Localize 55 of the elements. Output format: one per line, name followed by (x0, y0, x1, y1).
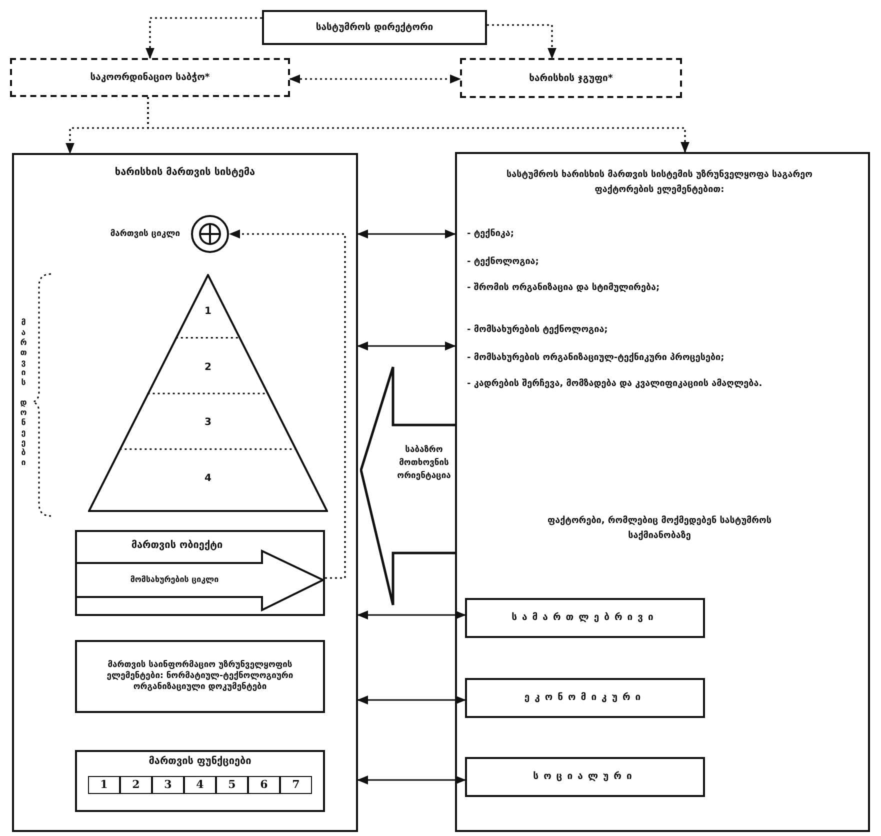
level-number: 4 (204, 473, 212, 486)
box-label: სასტუმროს დირექტორი (314, 21, 434, 35)
side-label: მართვის დონეები (18, 317, 29, 470)
table-cell: 4 (184, 776, 216, 794)
panel (455, 152, 870, 832)
list-item: - ტექნოლოგია; (467, 256, 540, 268)
arrow (146, 17, 262, 60)
level-number: 3 (204, 417, 212, 430)
panel-title: ხარისხის მართვის სისტემა (114, 167, 256, 179)
arrow-label: საბაზრო მოთხოვნის ორიენტაცია (396, 444, 452, 483)
pyramid (88, 274, 328, 512)
arrow (356, 776, 466, 784)
box-label: სოციალური (532, 771, 638, 783)
process-box (75, 640, 325, 713)
table-cell: 1 (88, 776, 120, 794)
box-heading: მართვის ობიექტი (130, 540, 224, 552)
table-cell: 3 (152, 776, 184, 794)
dashed-box (10, 58, 290, 97)
arrow (487, 24, 556, 60)
box-label: ეკონომიკური (523, 692, 647, 704)
circle-symbol (190, 214, 230, 254)
table-heading: მართვის ფუნქციები (148, 756, 252, 768)
box-label: საკოორდინაციო საბჭო* (89, 71, 211, 85)
table-cell: 7 (280, 776, 312, 794)
list-item: - მომსახურების ტექნოლოგია; (467, 324, 609, 336)
dashed-box (460, 58, 682, 98)
arrow (356, 342, 456, 350)
arrow (356, 696, 466, 704)
box-label: ხარისხის ჯგუფი* (528, 72, 614, 86)
arrow (228, 230, 346, 579)
table-cell: 2 (120, 776, 152, 794)
process-box (262, 10, 487, 45)
process-box (465, 678, 705, 718)
list-item: - შრომის ორგანიზაცია და სტიმულირება; (467, 282, 661, 294)
list-item: - კადრების შერჩევა, მომზადება და კვალიფიკაციის ამაღლება. (467, 378, 764, 390)
list-item: - მომსახურების ორგანიზაციულ-ტექნიკური პროცესები; (467, 352, 726, 364)
level-number: 1 (204, 306, 212, 318)
panel-heading: სასტუმროს ხარისხის მართვის სისტემის უზრუნველყოფა საგარეო ფაქტორების ელემენტებით: (506, 168, 814, 197)
section-heading: ფაქტორები, რომლებიც მოქმედებენ სასტუმროს საქმიანობაზე (546, 514, 772, 543)
process-box (75, 750, 325, 812)
process-box (465, 598, 705, 638)
level-number: 2 (204, 362, 212, 374)
arrow (147, 97, 690, 154)
arrow-label: მომსახურების ციკლი (129, 574, 220, 586)
list-item: - ტექნიკა; (467, 228, 515, 240)
process-box (465, 757, 705, 797)
box-label: სამართლებრივი (510, 612, 660, 624)
side-label: მართვის ციკლი (109, 228, 180, 240)
arrow (356, 230, 456, 238)
arrow (356, 610, 466, 620)
arrow (288, 74, 462, 84)
box-label: მართვის საინფორმაციო უზრუნველყოფის ელემენტები: ნორმატიულ-ტექნოლოგიური ორგანიზაციული დოკუმენტები (106, 659, 294, 694)
table-cell: 5 (216, 776, 248, 794)
panel (12, 153, 358, 832)
table-cell: 6 (248, 776, 280, 794)
